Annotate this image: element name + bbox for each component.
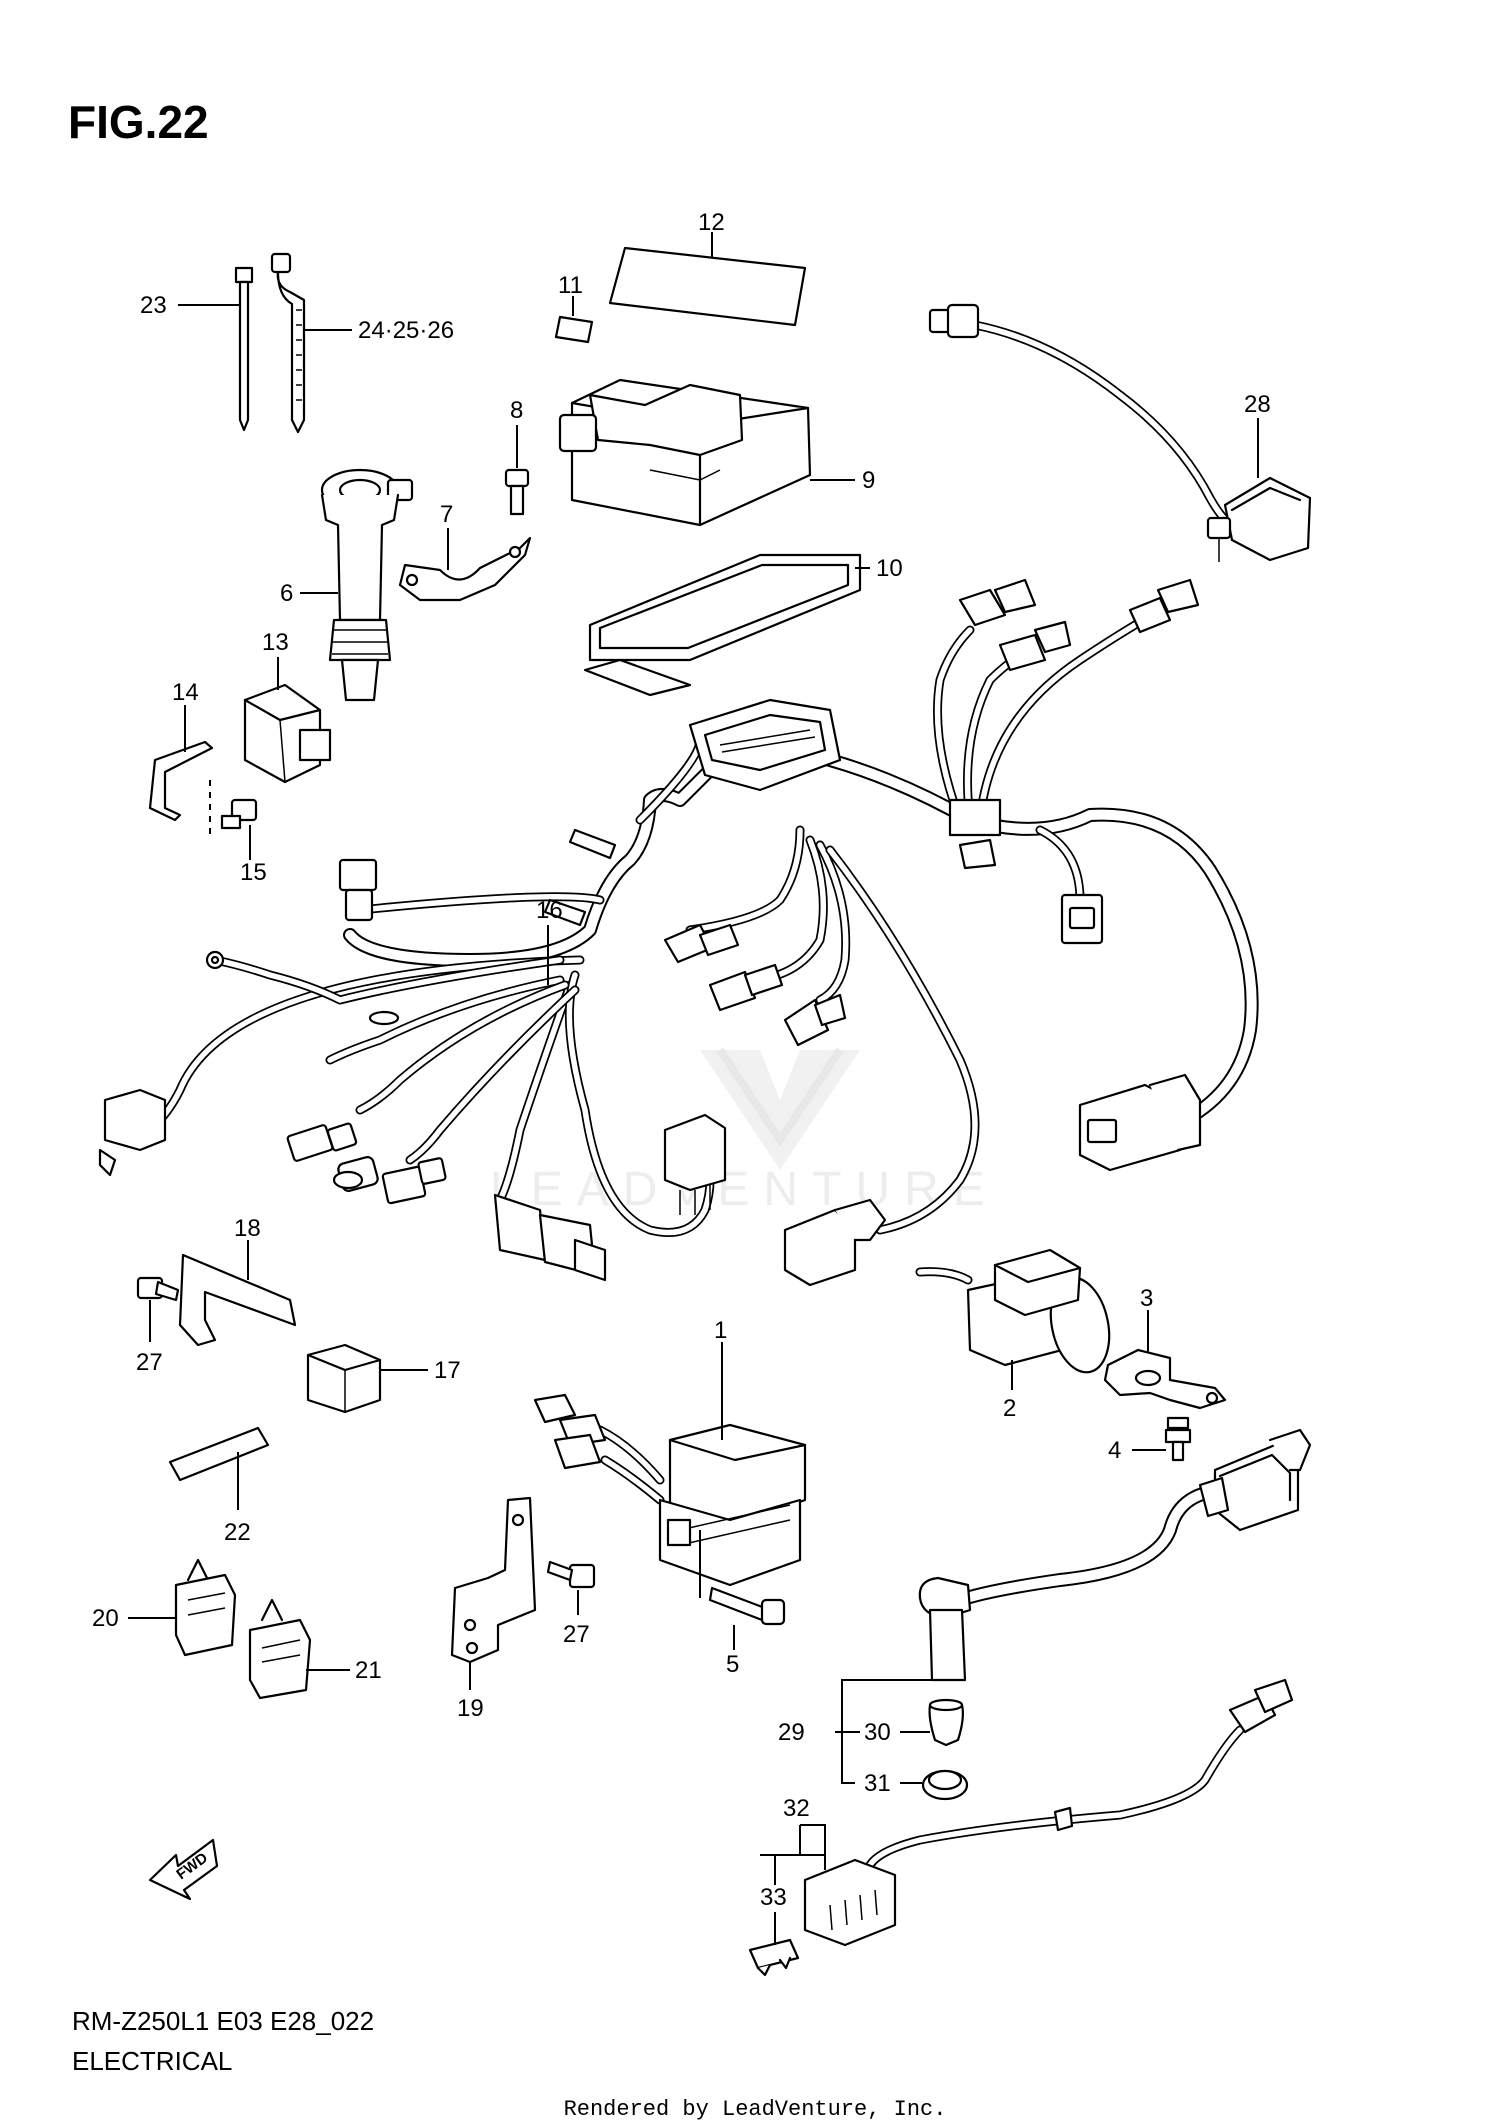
callout-19: 19 bbox=[457, 1695, 484, 1722]
bracket-7 bbox=[398, 528, 532, 602]
callout-33: 33 bbox=[760, 1884, 787, 1911]
callout-7: 7 bbox=[440, 501, 453, 528]
callout-5: 5 bbox=[726, 1651, 739, 1678]
watermark-text: LEADVENTURE bbox=[490, 1163, 999, 1216]
callout-28: 28 bbox=[1244, 391, 1271, 418]
callout-20: 20 bbox=[92, 1605, 119, 1632]
bracket-3 bbox=[1103, 1310, 1227, 1410]
bolt-27-center bbox=[546, 1560, 596, 1615]
callout-15: 15 bbox=[240, 859, 267, 886]
regulator-rectifier-1 bbox=[533, 1342, 807, 1587]
callout-30: 30 bbox=[864, 1719, 891, 1746]
ignition-coil-6 bbox=[300, 468, 414, 702]
seal-31 bbox=[900, 1769, 969, 1801]
bracket-14 bbox=[148, 705, 214, 835]
callout-21: 21 bbox=[355, 1657, 382, 1684]
callout-14: 14 bbox=[172, 679, 199, 706]
callout-29: 29 bbox=[778, 1719, 805, 1746]
cable-tie-23 bbox=[178, 266, 254, 432]
watermark-logo bbox=[700, 1047, 860, 1170]
callout-13: 13 bbox=[262, 629, 289, 656]
callout-22: 22 bbox=[224, 1519, 251, 1546]
label-22 bbox=[168, 1426, 270, 1482]
bolt-15 bbox=[220, 798, 258, 860]
cable-tie-24-25-26 bbox=[270, 252, 352, 434]
figure-title: FIG.22 bbox=[68, 96, 209, 148]
condenser-2 bbox=[915, 1248, 1111, 1390]
callout-3: 3 bbox=[1140, 1285, 1153, 1312]
callout-1: 1 bbox=[714, 1317, 727, 1344]
wiring-harness-16 bbox=[98, 578, 1259, 1287]
sensor-28 bbox=[928, 303, 1312, 562]
callout-32: 32 bbox=[783, 1795, 810, 1822]
callout-12: 12 bbox=[698, 209, 725, 236]
model-code: RM-Z250L1 E03 E28_022 bbox=[72, 2006, 374, 2036]
bolt-8 bbox=[504, 425, 530, 516]
ecm-unit-9 bbox=[558, 378, 855, 527]
label-sheet-12 bbox=[608, 246, 807, 327]
forward-arrow: FWD bbox=[148, 1838, 219, 1901]
bolt-4 bbox=[1132, 1416, 1192, 1462]
callout-16: 16 bbox=[536, 897, 563, 924]
callout-17: 17 bbox=[434, 1357, 461, 1384]
footer-credit: Rendered by LeadVenture, Inc. bbox=[564, 2097, 947, 2122]
terminal-30 bbox=[900, 1698, 964, 1747]
label-11 bbox=[554, 315, 594, 344]
connector-21 bbox=[248, 1598, 350, 1700]
ecm-band-10 bbox=[583, 553, 870, 697]
fuse-33 bbox=[748, 1912, 800, 1977]
callout-31: 31 bbox=[864, 1770, 891, 1797]
callout-27-center: 27 bbox=[563, 1621, 590, 1648]
section-name: ELECTRICAL bbox=[72, 2046, 232, 2076]
connector-20 bbox=[128, 1558, 237, 1657]
callout-10: 10 bbox=[876, 555, 903, 582]
relay-17 bbox=[306, 1343, 428, 1414]
callout-24-25-26: 24·25·26 bbox=[358, 317, 454, 344]
callout-27-left: 27 bbox=[136, 1349, 163, 1376]
callout-18: 18 bbox=[234, 1215, 261, 1242]
callout-9: 9 bbox=[862, 467, 875, 494]
relay-module-13 bbox=[243, 657, 332, 784]
bolt-5 bbox=[699, 1530, 786, 1650]
callout-8: 8 bbox=[510, 397, 523, 424]
sub-harness-32 bbox=[760, 1678, 1294, 1947]
callout-11: 11 bbox=[558, 272, 583, 299]
callout-6: 6 bbox=[280, 580, 293, 607]
spark-plug-cap-29 bbox=[835, 1428, 1312, 1784]
callout-23: 23 bbox=[140, 292, 167, 319]
bolt-27-left bbox=[136, 1276, 180, 1342]
callout-2: 2 bbox=[1003, 1395, 1016, 1422]
bracket-19 bbox=[450, 1496, 537, 1690]
bracket-18 bbox=[178, 1240, 297, 1347]
callout-4: 4 bbox=[1108, 1437, 1121, 1464]
